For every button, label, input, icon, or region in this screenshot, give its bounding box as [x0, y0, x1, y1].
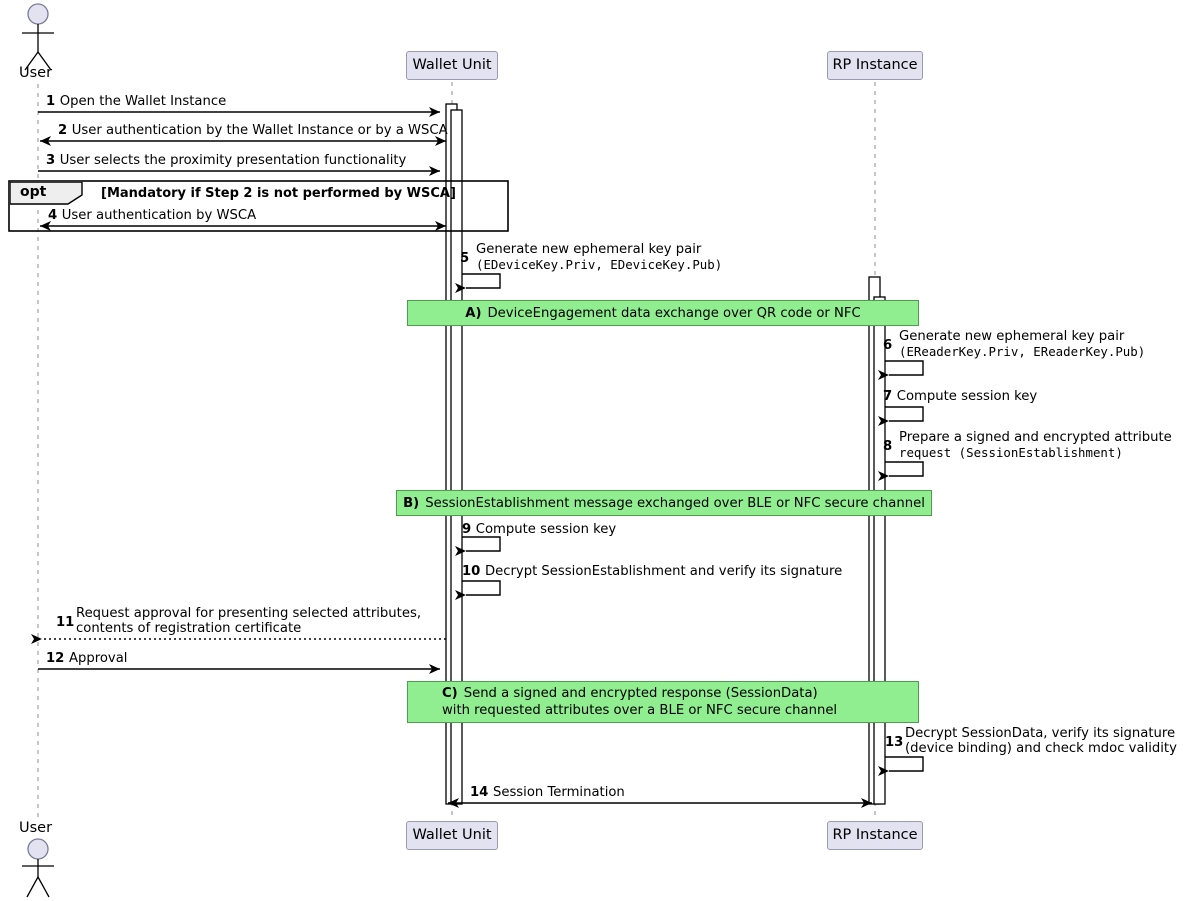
participant-label: RP Instance	[832, 827, 918, 844]
note-a-device-engagement: A) DeviceEngagement data exchange over Q…	[407, 300, 919, 326]
arrow-msg-6	[878, 360, 924, 380]
actor-user-top	[22, 3, 54, 71]
message-label-7: 7 Compute session key	[883, 389, 1038, 405]
actor-label-text: User	[19, 820, 53, 836]
message-number: 7	[883, 389, 897, 404]
note-c-session-data: C) Send a signed and encrypted response …	[407, 681, 919, 723]
message-text-line2: request (SessionEstablishment)	[899, 444, 1172, 462]
arrow-msg-8	[878, 461, 924, 481]
message-number: 5	[460, 251, 470, 266]
message-text: Compute session key	[475, 522, 617, 537]
message-number: 10	[462, 564, 485, 579]
message-text: Session Termination	[492, 785, 625, 800]
message-label-8: 8 Prepare a signed and encrypted attribu…	[883, 430, 1172, 462]
message-label-14: 14 Session Termination	[470, 785, 625, 801]
note-b-session-establishment: B) SessionEstablishment message exchange…	[396, 490, 932, 516]
arrow-msg-10	[455, 580, 501, 600]
message-text: User authentication by the Wallet Instan…	[71, 123, 448, 138]
arrow-msg-9	[455, 536, 501, 556]
message-number: 9	[462, 522, 476, 537]
message-number: 11	[56, 615, 75, 630]
message-text-line1: Generate new ephemeral key pair	[476, 242, 702, 257]
activation-rp-inner	[873, 296, 886, 805]
message-number: 4	[48, 208, 62, 223]
message-number: 8	[883, 439, 893, 454]
message-text-line1: Generate new ephemeral key pair	[899, 329, 1125, 344]
message-label-6: 6 Generate new ephemeral key pair (ERead…	[883, 329, 1146, 359]
note-text: SessionEstablishment message exchanged o…	[425, 495, 925, 511]
message-text: Approval	[68, 651, 128, 666]
participant-label: Wallet Unit	[412, 57, 492, 74]
message-text: Open the Wallet Instance	[59, 94, 227, 109]
actor-user-bottom	[22, 838, 54, 898]
message-label-2: 2 User authentication by the Wallet Inst…	[58, 123, 448, 139]
message-text-line1: Request approval for presenting selected…	[76, 606, 422, 621]
actor-user-label-bottom: User	[19, 820, 52, 836]
message-text-line1: Prepare a signed and encrypted attribute	[899, 430, 1172, 445]
note-tag: A)	[465, 305, 482, 321]
fragment-operator-label: opt	[20, 184, 47, 200]
actor-user-label-top: User	[19, 65, 52, 81]
opt-fragment-frame	[8, 180, 509, 232]
participant-wallet-unit-bottom[interactable]: Wallet Unit	[406, 821, 498, 850]
message-number: 2	[58, 123, 72, 138]
arrow-msg-5	[455, 273, 501, 293]
message-number: 6	[883, 338, 893, 353]
message-text-line1: Decrypt SessionData, verify its signatur…	[905, 726, 1177, 742]
arrow-msg-7	[878, 406, 924, 426]
note-tag: B)	[403, 495, 420, 511]
participant-wallet-unit-top[interactable]: Wallet Unit	[406, 51, 498, 80]
fragment-condition-text: [Mandatory if Step 2 is not performed by…	[101, 186, 456, 201]
message-label-4: 4 User authentication by WSCA	[48, 208, 257, 224]
message-text: Compute session key	[896, 389, 1038, 404]
message-number: 13	[885, 735, 904, 750]
participant-rp-instance-top[interactable]: RP Instance	[827, 51, 923, 80]
note-tag: C)	[442, 686, 458, 701]
message-number: 3	[46, 153, 60, 168]
message-label-13: 13 Decrypt SessionData, verify its signa…	[885, 726, 1177, 756]
participant-rp-instance-bottom[interactable]: RP Instance	[827, 821, 923, 850]
message-text-line2: (EDeviceKey.Priv, EDeviceKey.Pub)	[476, 256, 723, 272]
message-number: 14	[470, 785, 493, 800]
message-label-1: 1 Open the Wallet Instance	[46, 94, 227, 110]
note-text-line2: with requested attributes over a BLE or …	[442, 703, 838, 718]
participant-label: RP Instance	[832, 57, 918, 74]
message-number: 1	[46, 94, 60, 109]
message-label-3: 3 User selects the proximity presentatio…	[46, 153, 407, 169]
message-number: 12	[46, 651, 69, 666]
actor-figures	[22, 3, 54, 898]
message-text-line2-text: request (SessionEstablishment)	[899, 444, 1123, 460]
message-label-9: 9 Compute session key	[462, 522, 617, 538]
message-text-line2: (EReaderKey.Priv, EReaderKey.Pub)	[899, 343, 1146, 359]
message-text: User selects the proximity presentation …	[59, 153, 407, 168]
message-text: User authentication by WSCA	[61, 208, 257, 223]
note-text: DeviceEngagement data exchange over QR c…	[487, 305, 861, 321]
message-text: Decrypt SessionEstablishment and verify …	[484, 564, 843, 579]
message-label-5: 5 Generate new ephemeral key pair (EDevi…	[460, 242, 723, 272]
message-text-line2: (device binding) and check mdoc validity	[905, 740, 1177, 756]
message-label-12: 12 Approval	[46, 651, 128, 667]
message-text-line2: contents of registration certificate	[76, 620, 302, 636]
message-arrows	[31, 107, 924, 808]
message-text-line1-text: Decrypt SessionData, verify its signatur…	[905, 726, 1176, 741]
message-label-10: 10 Decrypt SessionEstablishment and veri…	[462, 564, 843, 580]
note-text-line1: Send a signed and encrypted response (Se…	[463, 686, 818, 701]
fragment-condition-opt: [Mandatory if Step 2 is not performed by…	[101, 186, 456, 201]
message-label-11: 11 Request approval for presenting selec…	[56, 606, 422, 636]
arrow-msg-13	[878, 756, 924, 776]
fragment-operator-opt: opt	[10, 182, 82, 205]
participant-label: Wallet Unit	[412, 827, 492, 844]
actor-label-text: User	[19, 65, 53, 81]
